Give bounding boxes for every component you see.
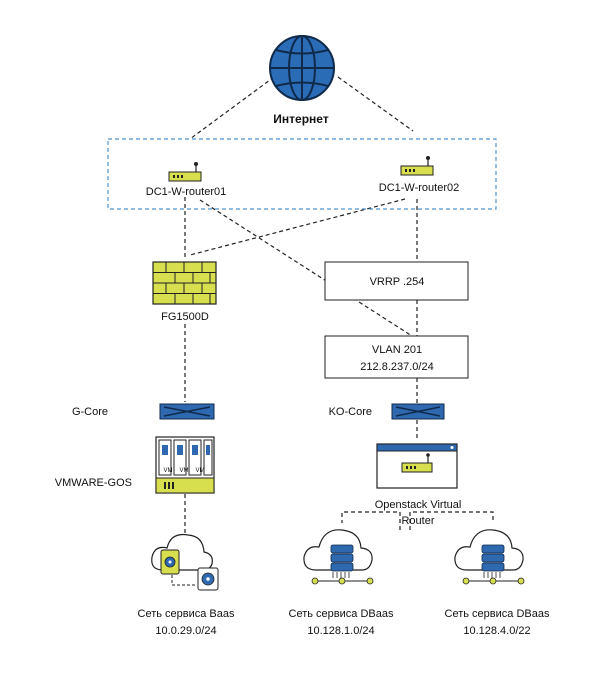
- link-internet-router02: [337, 76, 414, 132]
- ko-core-label: KO-Core: [329, 406, 372, 418]
- vlan-name: VLAN 201: [372, 344, 422, 356]
- database-cloud-icon: [303, 529, 374, 585]
- router-02: DC1-W-router02: [379, 156, 460, 194]
- router-02-label: DC1-W-router02: [379, 182, 460, 194]
- switch-icon: [391, 403, 445, 420]
- vlan-box: VLAN 201 212.8.237.0/24: [324, 335, 469, 379]
- link-internet-router01: [189, 76, 275, 140]
- g-core-switch: G-Core: [72, 403, 215, 420]
- link-router02-firewall: [189, 198, 406, 256]
- vm-tag-2: VM: [180, 468, 189, 474]
- virtual-router-node: Openstack Virtual Router: [375, 443, 462, 527]
- router-01-label: DC1-W-router01: [146, 186, 227, 198]
- database-cloud-icon: [454, 529, 525, 585]
- service-dbaas-2: Сеть сервиса DBaas 10.128.4.0/22: [445, 529, 550, 637]
- service-baas: Сеть сервиса Baas 10.0.29.0/24: [138, 533, 235, 637]
- hypervisor-node: VM VM VM VMWARE-GOS: [55, 436, 215, 494]
- link-vrouter-dbaas2: [409, 511, 494, 530]
- router-01: DC1-W-router01: [146, 162, 227, 198]
- ko-core-switch: KO-Core: [329, 403, 445, 420]
- internet-label: Интернет: [273, 112, 329, 126]
- service-baas-name: Сеть сервиса Baas: [138, 608, 235, 620]
- g-core-label: G-Core: [72, 406, 108, 418]
- virtual-router-line2: Router: [401, 515, 434, 527]
- backup-cloud-icon: [151, 533, 219, 591]
- hypervisor-label: VMWARE-GOS: [55, 477, 132, 489]
- switch-icon: [159, 403, 215, 420]
- server-rack-icon: [155, 436, 215, 494]
- firewall-node: FG1500D: [152, 261, 217, 323]
- service-dbaas-1: Сеть сервиса DBaas 10.128.1.0/24: [289, 529, 394, 637]
- connections: [184, 76, 494, 535]
- service-dbaas-2-subnet: 10.128.4.0/22: [463, 625, 530, 637]
- firewall-icon: [152, 261, 217, 305]
- service-dbaas-2-name: Сеть сервиса DBaas: [445, 608, 550, 620]
- service-baas-subnet: 10.0.29.0/24: [155, 625, 216, 637]
- vm-tag-1: VM: [164, 468, 173, 474]
- virtual-router-line1: Openstack Virtual: [375, 499, 462, 511]
- router-group-frame: [107, 138, 497, 210]
- vrrp-box: VRRP .254: [324, 261, 469, 301]
- internet-node: Интернет: [269, 35, 335, 126]
- vm-tag-3: VM: [196, 468, 205, 474]
- service-dbaas-1-subnet: 10.128.1.0/24: [307, 625, 374, 637]
- service-dbaas-1-name: Сеть сервиса DBaas: [289, 608, 394, 620]
- router-icon: [168, 162, 202, 182]
- globe-icon: [269, 35, 335, 101]
- router-window-icon: [376, 443, 458, 489]
- firewall-label: FG1500D: [161, 311, 209, 323]
- vrrp-label: VRRP .254: [370, 276, 425, 288]
- link-vrouter-dbaas1: [341, 511, 401, 530]
- vlan-subnet: 212.8.237.0/24: [360, 361, 433, 373]
- router-icon: [400, 156, 434, 176]
